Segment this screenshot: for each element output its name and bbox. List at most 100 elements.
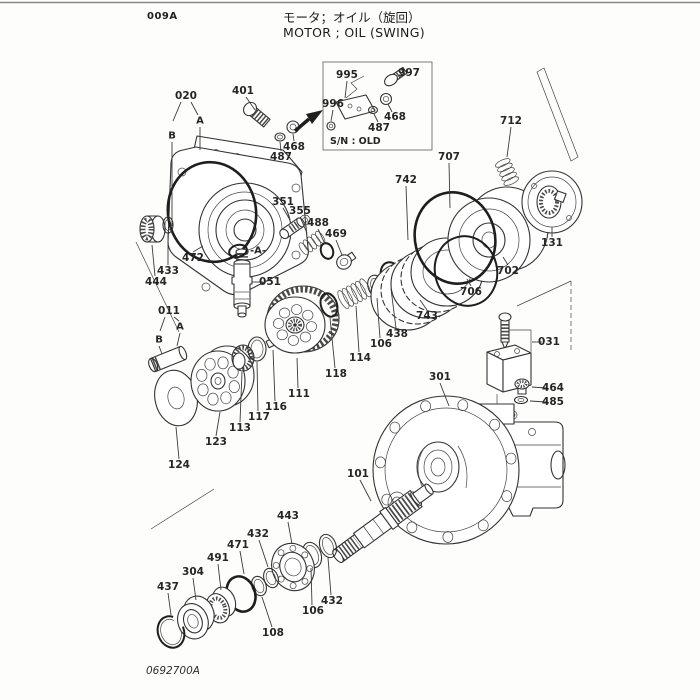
part-label-304: 304 xyxy=(182,566,204,578)
part-label-111: 111 xyxy=(288,388,310,400)
bearing-444 xyxy=(139,215,166,243)
part-label-leader-488 xyxy=(317,228,326,245)
part-label-leader-997 xyxy=(398,74,403,80)
part-label-leader-020 xyxy=(190,101,199,116)
part-label-101: 101 xyxy=(347,468,369,480)
bolt-997 xyxy=(384,66,408,87)
part-label-131: 131 xyxy=(541,237,563,249)
part-label-leader-111 xyxy=(296,357,299,389)
part-label-487: 487 xyxy=(270,151,292,163)
part-label-leader-011 xyxy=(173,316,180,322)
part-label-leader-437 xyxy=(167,592,172,616)
part-label-113: 113 xyxy=(229,422,251,434)
part-label-355: 355 xyxy=(289,205,311,217)
gear-111 xyxy=(264,285,340,354)
ref-label-A: A xyxy=(196,116,204,127)
part-label-437: 437 xyxy=(157,581,179,593)
part-label-464: 464 xyxy=(542,382,564,394)
part-label-116: 116 xyxy=(265,401,287,413)
motor-head-casing xyxy=(167,135,311,296)
part-label-leader-485 xyxy=(529,400,547,403)
part-label-leader-117 xyxy=(256,361,259,412)
part-label-leader-432 xyxy=(258,539,269,568)
part-label-leader-996 xyxy=(330,109,334,122)
page-title-japanese: モータ；オイル（旋回） xyxy=(283,10,421,25)
part-label-leader-491 xyxy=(217,563,222,591)
part-label-491: 491 xyxy=(207,552,229,564)
ref-label-B: B xyxy=(155,335,163,346)
part-label-leader-706 xyxy=(466,278,472,287)
ring-117 xyxy=(247,336,267,362)
part-label-leader-742 xyxy=(405,185,409,241)
part-label-leader-712 xyxy=(506,126,512,158)
part-label-leader-351 xyxy=(282,207,291,221)
valve-031 xyxy=(486,312,532,410)
ref-label-leader-A xyxy=(176,332,181,347)
part-label-471: 471 xyxy=(227,539,249,551)
part-label-leader-432 xyxy=(327,557,332,596)
part-label-742: 742 xyxy=(395,174,417,186)
spring-114 xyxy=(337,278,372,309)
page-code: 009A xyxy=(147,11,178,22)
ring-433 xyxy=(162,216,174,234)
cylinder-block-123 xyxy=(190,345,255,412)
pin-011 xyxy=(148,345,188,373)
snap-ring-437 xyxy=(156,615,186,649)
part-label-995: 995 xyxy=(336,69,358,81)
cover-131 xyxy=(521,170,583,234)
ring-432-rear xyxy=(318,533,338,559)
part-label-106: 106 xyxy=(370,338,392,350)
part-label-702: 702 xyxy=(497,265,519,277)
plug-464 xyxy=(514,378,530,395)
part-label-485: 485 xyxy=(542,396,564,408)
document-code: 0692700A xyxy=(146,665,200,677)
part-label-leader-113 xyxy=(239,371,243,423)
part-label-leader-444 xyxy=(151,244,156,277)
part-label-123: 123 xyxy=(205,436,227,448)
part-label-051: 051 xyxy=(259,276,281,288)
bearing-304 xyxy=(176,595,215,640)
part-label-leader-116 xyxy=(272,349,276,402)
part-label-114: 114 xyxy=(349,352,371,364)
part-label-leader-471 xyxy=(239,550,245,575)
screw-996 xyxy=(326,121,336,131)
bearing-443 xyxy=(271,542,315,592)
part-label-leader-124 xyxy=(175,426,180,460)
part-label-leader-355 xyxy=(299,216,308,234)
o-ring-707 xyxy=(413,191,497,285)
part-label-leader-472 xyxy=(192,245,204,253)
part-label-leader-707 xyxy=(448,162,451,209)
part-label-351: 351 xyxy=(272,196,294,208)
part-label-leader-743 xyxy=(419,299,428,311)
part-label-472: 472 xyxy=(182,252,204,264)
ring-A xyxy=(228,243,248,259)
part-label-leader-106 xyxy=(310,567,313,606)
part-label-443: 443 xyxy=(277,510,299,522)
part-label-leader-468 xyxy=(292,133,295,142)
part-label-leader-106 xyxy=(376,297,381,339)
part-label-444: 444 xyxy=(145,276,167,288)
part-label-106: 106 xyxy=(302,605,324,617)
part-label-438: 438 xyxy=(386,328,408,340)
part-label-712: 712 xyxy=(500,115,522,127)
part-label-leader-469 xyxy=(335,239,343,256)
part-label-468: 468 xyxy=(283,141,305,153)
part-label-leader-487 xyxy=(279,141,282,152)
part-label-leader-995 xyxy=(344,80,348,99)
part-label-leader-301 xyxy=(439,382,450,407)
page-title-english: MOTOR ; OIL (SWING) xyxy=(283,25,425,40)
part-label-743: 743 xyxy=(416,310,438,322)
spring-712 xyxy=(495,158,519,186)
part-label-020: 020 xyxy=(175,90,197,102)
part-label-707: 707 xyxy=(438,151,460,163)
part-label-401: 401 xyxy=(232,85,254,97)
part-label-leader-118 xyxy=(329,317,336,369)
part-label-011: 011 xyxy=(158,305,180,317)
part-label-leader-702 xyxy=(502,256,509,266)
part-label-468: 468 xyxy=(384,111,406,123)
part-label-leader-443 xyxy=(287,521,293,545)
plug-469 xyxy=(336,251,357,270)
ref-label--A-: -A- xyxy=(250,246,266,257)
